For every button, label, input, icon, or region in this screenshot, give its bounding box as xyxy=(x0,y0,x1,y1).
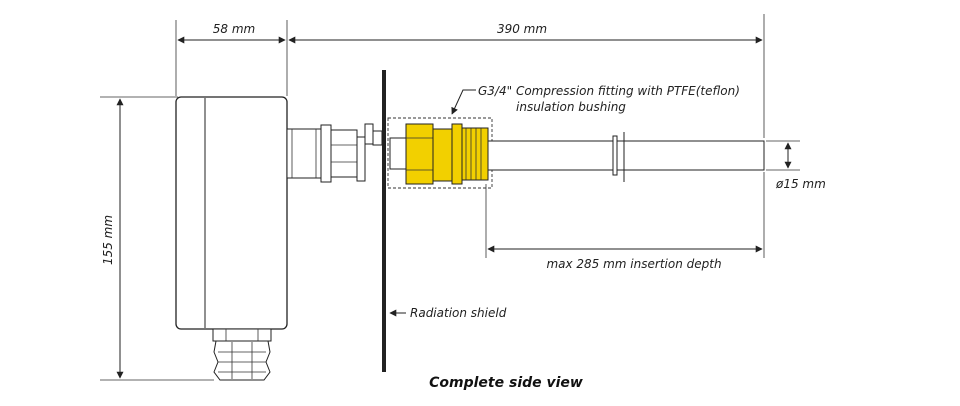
fitting-label-line1: G3/4" Compression fitting with PTFE(tefl… xyxy=(478,84,740,98)
compression-fitting xyxy=(387,117,493,189)
neck-fitting xyxy=(286,123,383,183)
dimension-155mm: 155 mm xyxy=(100,96,214,381)
fitting-highlight-box xyxy=(387,117,493,189)
dimension-58mm: 58 mm xyxy=(175,20,288,96)
radiation-shield xyxy=(382,70,386,372)
dimension-diameter: ø15 mm xyxy=(766,140,826,191)
fitting-callout: G3/4" Compression fitting with PTFE(tefl… xyxy=(451,84,740,115)
dimension-insertion-depth: max 285 mm insertion depth xyxy=(485,172,765,271)
dimension-390mm-label: 390 mm xyxy=(497,22,547,36)
dimension-155mm-label: 155 mm xyxy=(101,215,115,265)
insertion-depth-label: max 285 mm insertion depth xyxy=(546,257,721,271)
dimension-390mm: 390 mm xyxy=(288,14,765,138)
shield-callout: Radiation shield xyxy=(389,306,507,320)
cable-gland xyxy=(212,328,272,381)
diagram-caption: Complete side view xyxy=(429,375,583,391)
sensor-housing xyxy=(175,96,288,330)
probe-rod xyxy=(487,132,765,182)
radiation-shield-label: Radiation shield xyxy=(410,306,507,320)
dimension-58mm-label: 58 mm xyxy=(213,22,255,36)
dimension-diameter-label: ø15 mm xyxy=(775,177,826,191)
fitting-label-line2: insulation bushing xyxy=(516,100,626,114)
